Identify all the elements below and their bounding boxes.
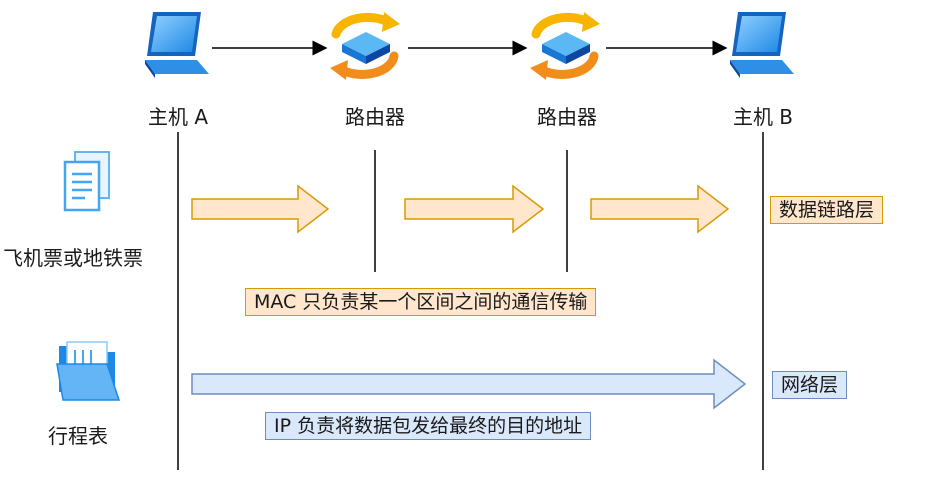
data-link-hop-arrow-3 xyxy=(590,184,730,234)
ip-note: IP 负责将数据包发给最终的目的地址 xyxy=(265,412,592,440)
mac-note: MAC 只负责某一个区间之间的通信传输 xyxy=(245,288,597,316)
network-end-to-end-arrow xyxy=(191,358,747,410)
data-link-layer-tag: 数据链路层 xyxy=(770,196,884,224)
data-link-hop-arrow-2 xyxy=(404,184,545,234)
document-icon xyxy=(63,151,110,212)
router-1-label: 路由器 xyxy=(345,105,405,129)
router-icon xyxy=(330,12,400,80)
host-a-label: 主机 A xyxy=(147,105,209,129)
data-link-hop-arrow-1 xyxy=(191,184,330,234)
laptop-icon xyxy=(730,12,794,78)
router-icon xyxy=(530,12,600,80)
folder-icon xyxy=(56,341,121,401)
itinerary-label: 行程表 xyxy=(48,424,108,448)
laptop-icon xyxy=(145,12,209,78)
ticket-label: 飞机票或地铁票 xyxy=(3,246,143,270)
network-layer-tag: 网络层 xyxy=(772,371,848,399)
host-b-label: 主机 B xyxy=(732,105,794,129)
router-2-label: 路由器 xyxy=(537,105,597,129)
